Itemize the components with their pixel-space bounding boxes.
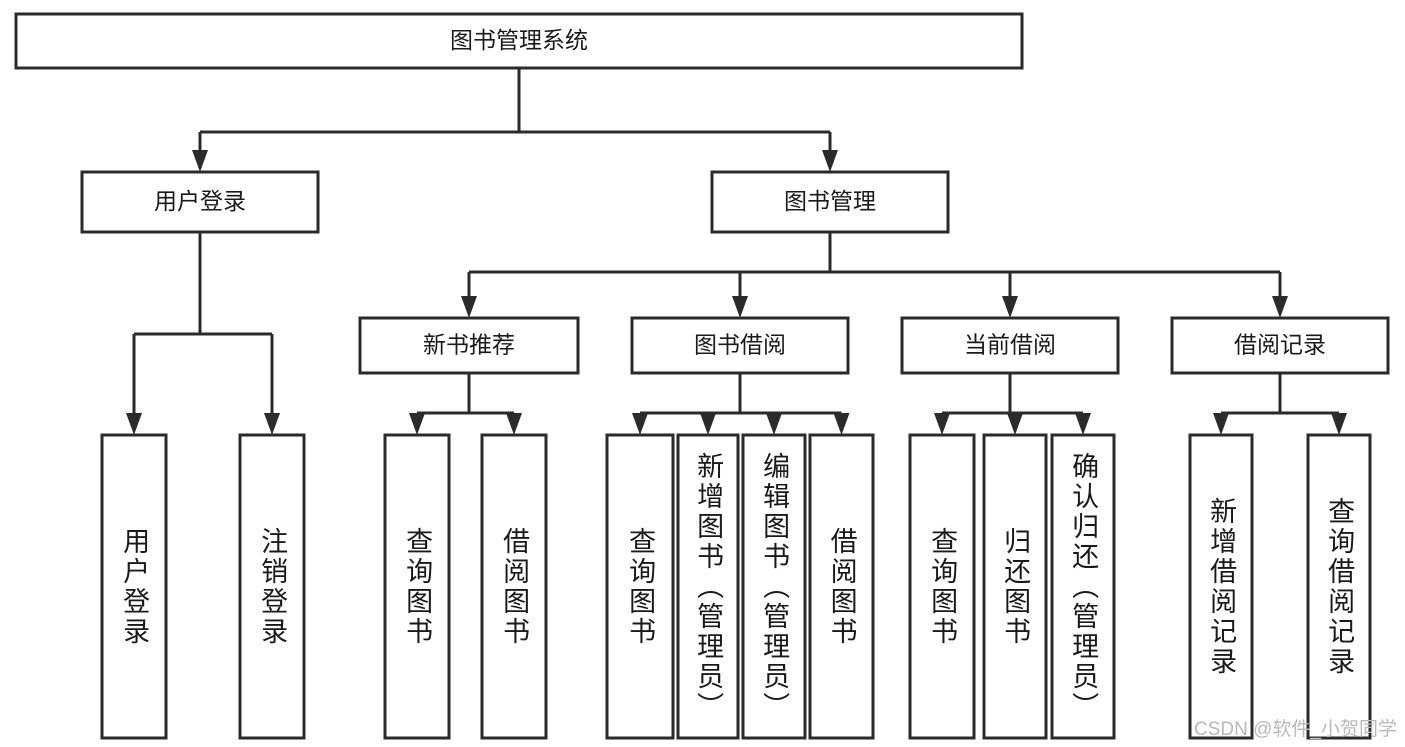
node-leaf-9-rect [982, 433, 1048, 740]
node-level2-0[interactable]: 用户登录 [80, 170, 320, 234]
node-leaf-11-rect [1188, 433, 1254, 740]
node-level3-2[interactable]: 当前借阅 [900, 316, 1120, 375]
node-level2-0-label: 用户登录 [154, 188, 246, 214]
node-level3-0-label: 新书推荐 [423, 332, 515, 358]
node-level3-1-label: 图书借阅 [694, 332, 786, 358]
node-level3-1[interactable]: 图书借阅 [630, 316, 850, 375]
node-level3-3[interactable]: 借阅记录 [1170, 316, 1390, 375]
node-level2-1[interactable]: 图书管理 [710, 170, 950, 234]
node-leaf-10-rect [1050, 433, 1116, 740]
node-leaf-2[interactable] [383, 433, 451, 740]
node-level3-0[interactable]: 新书推荐 [358, 316, 580, 375]
node-leaf-1-rect [238, 433, 306, 740]
node-root[interactable]: 图书管理系统 [14, 12, 1024, 70]
node-leaf-8-rect [908, 433, 976, 740]
node-root-rect [14, 12, 1024, 70]
node-leaf-4-rect [605, 433, 675, 740]
node-leaf-8[interactable] [908, 433, 976, 740]
node-level2-1-label: 图书管理 [784, 188, 876, 214]
node-leaf-11[interactable] [1188, 433, 1254, 740]
node-level2-1-rect [710, 170, 950, 234]
node-leaf-7-rect [808, 433, 875, 740]
node-level3-2-label: 当前借阅 [964, 332, 1056, 358]
node-leaf-10[interactable] [1050, 433, 1116, 740]
node-leaf-3[interactable] [480, 433, 548, 740]
node-leaf-2-rect [383, 433, 451, 740]
node-leaf-0[interactable] [100, 433, 168, 740]
node-level3-0-rect [358, 316, 580, 375]
node-leaf-6[interactable] [741, 433, 807, 740]
node-level3-1-rect [630, 316, 850, 375]
node-leaf-3-rect [480, 433, 548, 740]
node-leaf-7[interactable] [808, 433, 875, 740]
node-leaf-5[interactable] [676, 433, 740, 740]
node-leaf-0-rect [100, 433, 168, 740]
node-leaf-9[interactable] [982, 433, 1048, 740]
edges-layer [126, 68, 1347, 435]
node-level3-3-label: 借阅记录 [1234, 332, 1326, 358]
node-leaf-12-rect [1306, 433, 1372, 740]
node-leaf-4[interactable] [605, 433, 675, 740]
node-leaf-12[interactable] [1306, 433, 1372, 740]
node-level3-2-rect [900, 316, 1120, 375]
node-leaf-6-rect [741, 433, 807, 740]
node-level3-3-rect [1170, 316, 1390, 375]
node-leaf-1[interactable] [238, 433, 306, 740]
node-root-label: 图书管理系统 [450, 27, 588, 53]
node-leaf-5-rect [676, 433, 740, 740]
node-level2-0-rect [80, 170, 320, 234]
